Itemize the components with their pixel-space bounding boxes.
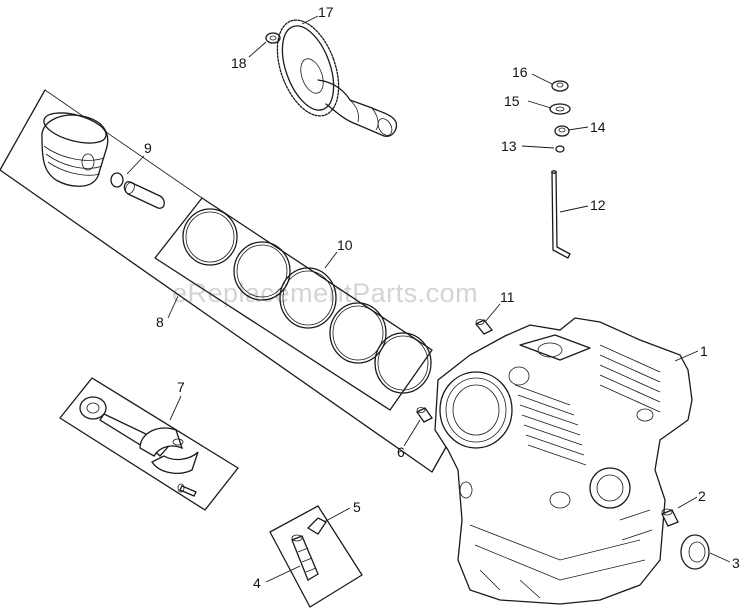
callout-5: 5 (353, 499, 361, 515)
sensor-bracket (306, 517, 327, 535)
oil-seal (680, 534, 710, 570)
drain-plug (661, 508, 679, 527)
callout-17: 17 (318, 4, 334, 20)
callout-10: 10 (337, 237, 353, 253)
piston (41, 112, 109, 187)
piston-pin (123, 181, 165, 209)
piston-ring-1 (182, 208, 238, 266)
washer-18 (265, 32, 281, 44)
callout-14: 14 (590, 119, 606, 135)
callout-4: 4 (253, 575, 261, 591)
watermark-text: eReplacementParts.com (172, 278, 478, 308)
callout-6: 6 (397, 444, 405, 460)
callout-2: 2 (698, 488, 706, 504)
sensor-body (291, 534, 319, 581)
washer-15 (549, 103, 571, 115)
callout-18: 18 (231, 55, 247, 71)
crankcase (434, 317, 693, 605)
sensor-kit-frame (269, 505, 363, 608)
callout-16: 16 (512, 64, 528, 80)
governor-shaft (551, 170, 571, 259)
piston-ring-2 (233, 241, 291, 301)
nut-16 (551, 80, 569, 92)
leader-lines (126, 15, 731, 583)
camshaft-gear (276, 19, 398, 137)
callout-labels: 1 2 3 4 5 6 7 8 9 10 11 12 13 14 15 16 1… (144, 4, 740, 591)
dowel-pin-6 (416, 407, 433, 423)
ring-set-frame (154, 197, 433, 411)
connecting-rod-bolt (177, 483, 197, 497)
callout-9: 9 (144, 140, 152, 156)
callout-7: 7 (177, 379, 185, 395)
dowel-pin-11 (474, 319, 494, 335)
callout-12: 12 (590, 197, 606, 213)
callout-8: 8 (156, 314, 164, 330)
piston-ring-5 (374, 332, 432, 394)
piston-ring-4 (329, 302, 387, 364)
callout-11: 11 (500, 289, 515, 305)
seal-14 (554, 125, 570, 137)
retainer-13 (555, 145, 565, 153)
callout-15: 15 (504, 93, 520, 109)
connecting-rod (79, 396, 199, 474)
callout-1: 1 (700, 343, 708, 359)
callout-13: 13 (501, 138, 517, 154)
callout-3: 3 (732, 555, 740, 571)
piston-ring-3 (279, 267, 337, 329)
piston-pin-clip (110, 172, 124, 188)
connecting-rod-frame (59, 377, 239, 511)
